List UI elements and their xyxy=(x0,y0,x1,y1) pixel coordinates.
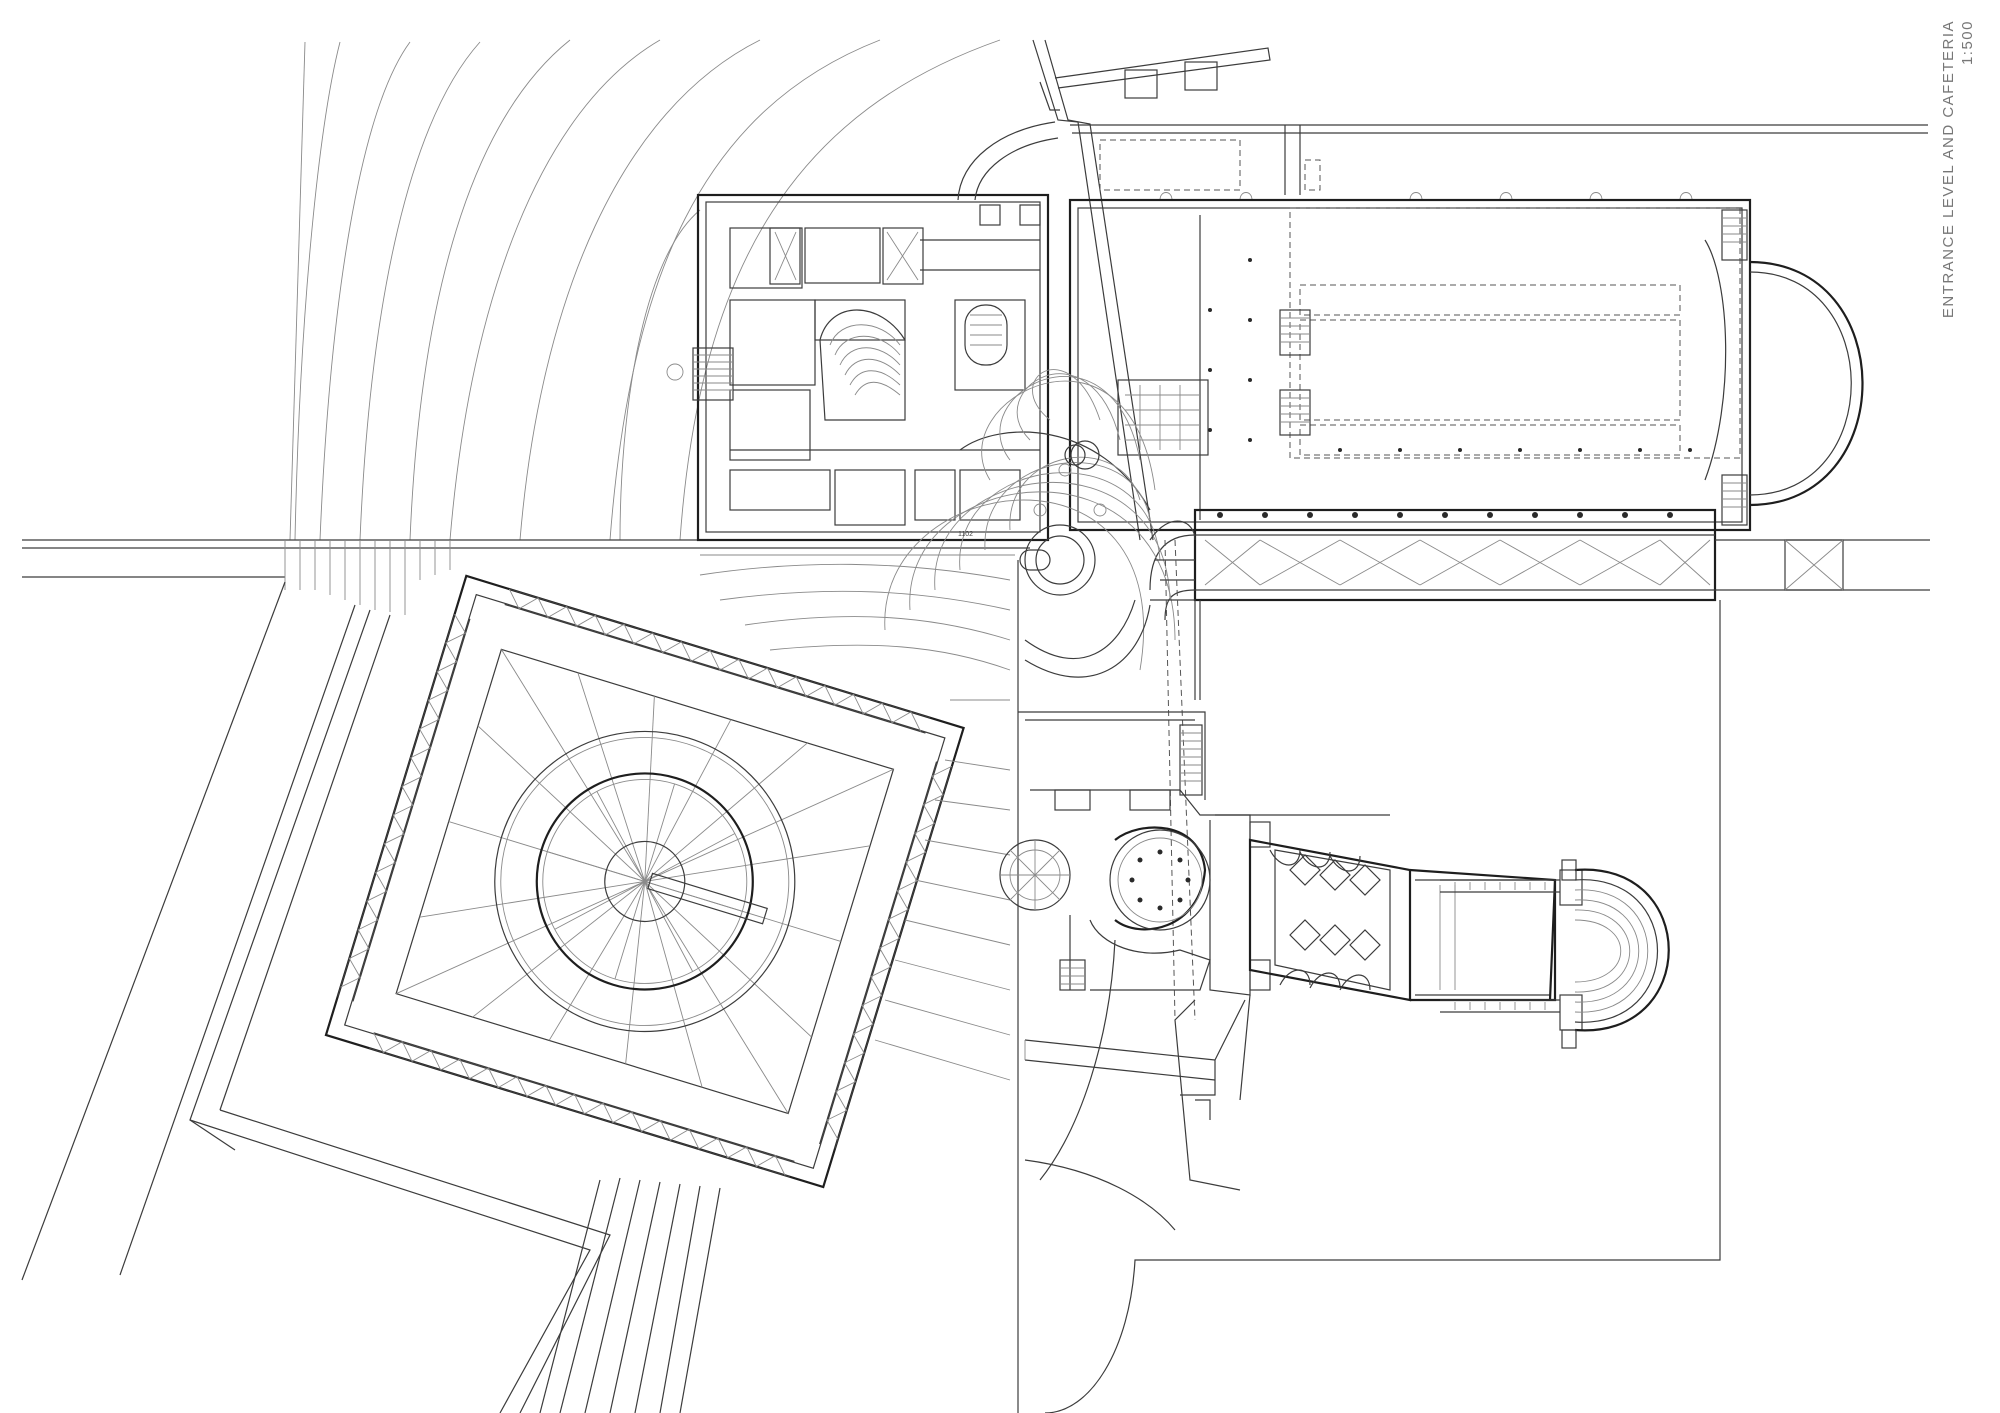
east-apse xyxy=(1749,260,1864,507)
entrance-amphitheater xyxy=(884,369,1176,678)
drawing-title-block: ENTRANCE LEVEL AND CAFETERIA 1:500 xyxy=(1930,20,1986,340)
cafeteria-hall xyxy=(1068,198,1752,532)
south-wing xyxy=(999,711,1390,1101)
gallery-link xyxy=(1149,520,1196,1021)
site-contours xyxy=(289,39,1001,541)
title-rotated: ENTRANCE LEVEL AND CAFETERIA 1:500 xyxy=(1930,20,1986,340)
drawing-title: ENTRANCE LEVEL AND CAFETERIA xyxy=(1940,20,1957,319)
east-wing-hall xyxy=(1248,838,1557,1002)
entry-canopy xyxy=(957,39,1271,541)
north-west-stair xyxy=(666,347,734,401)
small-label: 1102 xyxy=(958,531,973,538)
column-grid xyxy=(1208,258,1692,518)
atrium-ribs xyxy=(547,783,743,980)
gallery-colonnade xyxy=(1149,508,1930,621)
outer-site-walls xyxy=(21,581,721,1413)
stepped-terrace xyxy=(699,554,1015,1081)
road-band xyxy=(22,539,1030,615)
drawing-scale: 1:500 xyxy=(1959,20,1976,66)
service-band xyxy=(1070,124,1928,201)
ramp xyxy=(647,872,768,925)
north-building xyxy=(696,193,1050,542)
perimeter-truss-right xyxy=(819,761,953,1149)
perimeter-truss-top xyxy=(504,588,931,734)
perimeter-truss-left xyxy=(337,613,471,1002)
east-wing-amphitheater xyxy=(1440,859,1670,1049)
south-plaza xyxy=(1024,600,1721,1413)
perimeter-truss-bottom xyxy=(368,1032,795,1178)
rotunda-building xyxy=(324,574,965,1189)
